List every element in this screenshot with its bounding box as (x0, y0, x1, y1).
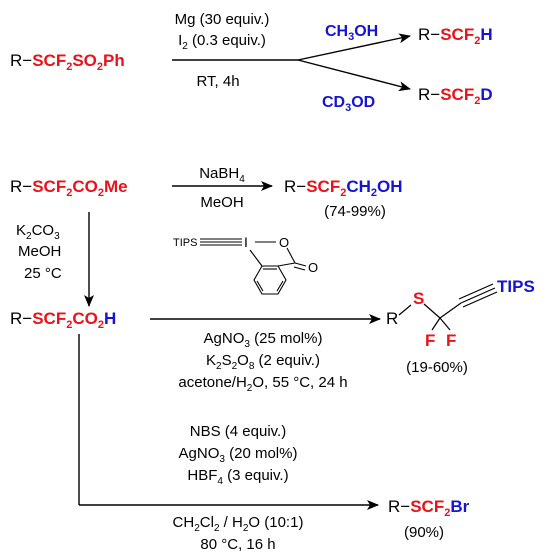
tips-ebx-carbonyl-oxygen: O (308, 260, 318, 275)
r1-arrow-upper (297, 33, 411, 61)
r3-conditions: acetone/H2O, 55 °C, 24 h (178, 374, 347, 394)
c-f1-bond (431, 317, 441, 331)
r3-reagent-k2s2o8: K2S2O8 (2 equiv.) (206, 352, 320, 372)
r2-solvent-meoh: MeOH (200, 194, 243, 211)
r4-solvent: CH2Cl2 / H2O (10:1) (173, 514, 304, 534)
ring-c-bond (277, 262, 296, 267)
r1-solvent-ch3oh: CH3OH (325, 23, 378, 43)
tips-ebx-structure: TIPS I O O (173, 234, 318, 295)
r1-product-scf2d: R−SCF2D (418, 85, 493, 107)
r3-product: R S F F TIPS (386, 277, 535, 350)
tips-ebx-iodine: I (244, 234, 248, 250)
tips-ebx-ring-oxygen: O (279, 235, 289, 250)
r4-yield: (90%) (404, 524, 444, 541)
r3-product-sulfur: S (413, 289, 424, 308)
r-s-bond (398, 304, 412, 316)
r3-product-f1: F (425, 331, 435, 350)
r3-acid: R−SCF2CO2H (10, 309, 116, 331)
r2-starting-ester: R−SCF2CO2Me (10, 177, 128, 199)
c-o-double-1 (294, 262, 307, 267)
r3-reagent-agno3: AgNO3 (25 mol%) (204, 330, 323, 350)
r4-reagent-hbf4: HBF4 (3 equiv.) (187, 467, 288, 487)
r1-conditions: RT, 4h (196, 73, 239, 90)
r3-product-r: R (386, 309, 398, 328)
r4-reagent-nbs: NBS (4 equiv.) (190, 423, 286, 440)
r3-product-f2: F (446, 331, 456, 350)
r1-product-scf2h: R−SCF2H (418, 25, 493, 47)
triple-bond-2 (460, 287, 496, 304)
triple-bond-3 (462, 291, 498, 308)
s-c-bond (423, 303, 441, 319)
r3-yield: (19-60%) (406, 359, 468, 376)
c-f2-bond (439, 317, 451, 331)
o-c-bond (286, 247, 296, 264)
benzene-inner-3 (276, 280, 284, 292)
r1-arrow-lower (297, 59, 411, 92)
r1-reagent-mg: Mg (30 equiv.) (175, 11, 270, 28)
r3-product-tips: TIPS (497, 277, 535, 296)
r2-product-alcohol: R−SCF2CH2OH (284, 177, 403, 199)
i-ring-bond (249, 249, 263, 267)
r2-yield: (74-99%) (324, 203, 386, 220)
r4-temperature: 80 °C, 16 h (200, 536, 275, 553)
r4-product-scf2br: R−SCF2Br (388, 497, 470, 519)
benzene-inner-2 (256, 280, 264, 292)
r4-reagent-agno3: AgNO3 (20 mol%) (179, 445, 298, 465)
triple-bond-1 (458, 283, 494, 300)
r2-temperature: 25 °C (24, 265, 62, 282)
r2-reagent-meoh: MeOH (18, 243, 61, 260)
c-alkyne-bond (439, 302, 462, 319)
r1-solvent-cd3od: CD3OD (322, 94, 375, 114)
r2-reagent-nabh4: NaBH4 (199, 165, 245, 185)
r1-starting-material: R−SCF2SO2Ph (10, 51, 125, 73)
r1-reagent-iodine: I2 (0.3 equiv.) (178, 32, 266, 52)
tips-ebx-tips-label: TIPS (173, 237, 197, 249)
c-o-double-2 (293, 266, 306, 271)
r2-reagent-k2co3: K2CO3 (16, 222, 60, 242)
benzene-ring (253, 265, 287, 295)
